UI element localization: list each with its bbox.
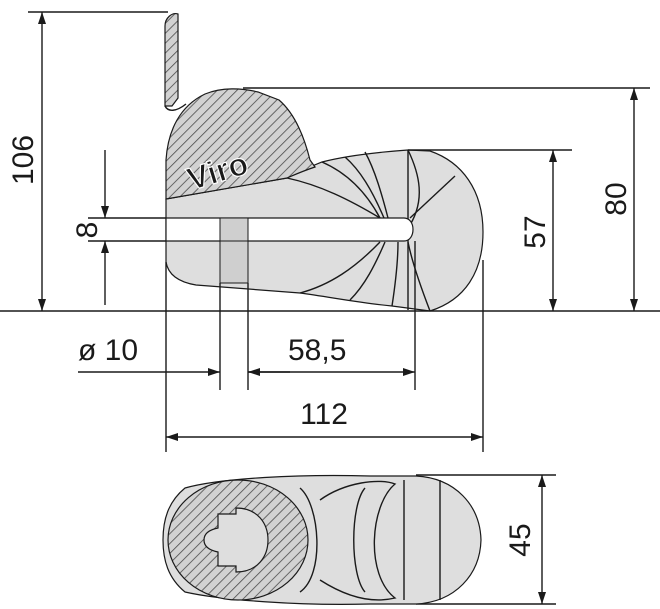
top-view-fins	[319, 480, 441, 601]
cable-loop	[164, 13, 179, 107]
cable-bend	[164, 103, 187, 111]
side-view: Viro	[164, 13, 484, 312]
label-106: 106	[7, 135, 40, 185]
dimension-labels: 106 80 57 8 ø 10 58,5 112 45	[7, 135, 633, 557]
lock-head	[165, 88, 316, 200]
slot	[165, 217, 414, 242]
label-57: 57	[519, 215, 552, 248]
dimension-arrows	[38, 12, 638, 604]
extension-lines	[0, 11, 660, 605]
label-diameter-10: ø 10	[78, 334, 138, 367]
top-view	[162, 474, 482, 605]
locking-pin-lower	[219, 240, 249, 284]
label-80: 80	[600, 182, 633, 215]
top-view-head-rim	[299, 487, 318, 593]
locking-pin	[219, 217, 249, 242]
label-112: 112	[300, 398, 348, 431]
keyway	[203, 507, 269, 573]
label-8: 8	[71, 222, 104, 239]
label-45: 45	[504, 523, 537, 556]
label-58-5: 58,5	[288, 334, 346, 367]
